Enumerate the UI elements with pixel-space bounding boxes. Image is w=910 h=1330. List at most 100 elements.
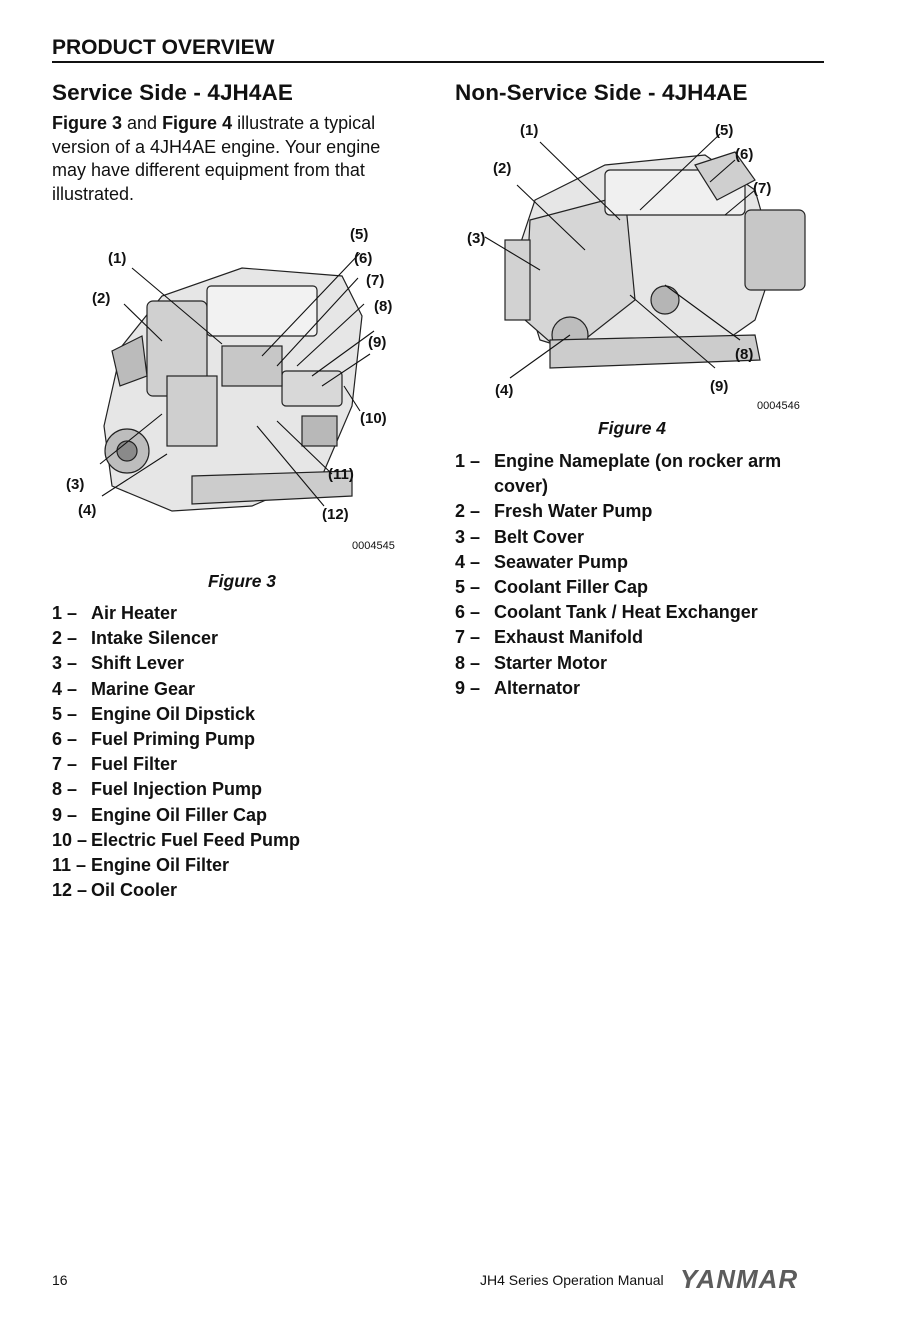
item-number: 6 –	[52, 729, 78, 750]
fig4-callout-1: (1)	[520, 122, 539, 139]
fig4-callout-9: (9)	[710, 378, 729, 395]
list-item: 8 – Starter Motor	[455, 651, 825, 676]
list-item: 4 – Marine Gear	[52, 677, 412, 702]
item-label: Starter Motor	[494, 652, 608, 673]
item-number: 7 –	[455, 627, 481, 648]
non-service-side-parts-list: 1 – Engine Nameplate (on rocker arm cover…	[455, 449, 825, 701]
fig3-callout-1: (1)	[108, 250, 127, 267]
item-number: 11 –	[52, 855, 87, 876]
item-number: 8 –	[52, 779, 78, 800]
list-item: 2 –Fresh Water Pump	[455, 499, 825, 524]
item-label: Fuel Injection Pump	[91, 779, 263, 800]
fig3-callout-12: (12)	[322, 506, 349, 523]
item-number: 8 –	[455, 652, 481, 673]
yanmar-logo: YANMAR	[680, 1264, 798, 1294]
fig4-callout-6: (6)	[735, 146, 754, 163]
list-item: 7 –Exhaust Manifold	[455, 625, 825, 650]
item-label: Seawater Pump	[494, 551, 629, 572]
fig3-callout-3: (3)	[66, 476, 85, 493]
list-item: 1 – Engine Nameplate (on rocker arm cover…	[455, 449, 825, 499]
fig4-callout-2: (2)	[493, 160, 512, 177]
fig3-callout-4: (4)	[78, 502, 97, 519]
list-item: 11 –Engine Oil Filter	[52, 853, 412, 878]
non-service-side-heading: Non-Service Side - 4JH4AE	[455, 80, 748, 105]
fig4-callout-7: (7)	[753, 180, 772, 197]
item-label: Alternator	[494, 677, 581, 698]
brand-wordmark: YANMAR	[680, 1264, 798, 1294]
item-label: Air Heater	[91, 603, 178, 623]
fig3-callout-7: (7)	[366, 272, 385, 289]
fig3-callout-5: (5)	[350, 226, 369, 243]
fig4-callout-5: (5)	[715, 122, 734, 139]
item-number: 2 –	[52, 628, 78, 649]
fig3-callout-9: (9)	[368, 334, 387, 351]
list-item: 5 – Engine Oil Dipstick	[52, 702, 412, 727]
item-label: Electric Fuel Feed Pump	[91, 829, 301, 850]
item-number: 5 –	[455, 577, 481, 598]
service-side-heading: Service Side - 4JH4AE	[52, 80, 293, 105]
intro-paragraph: Figure 3 and Figure 4 illustrate a typic…	[52, 112, 407, 206]
list-item: 3 – Shift Lever	[52, 651, 412, 676]
list-item: 8 – Fuel Injection Pump	[52, 777, 412, 802]
item-number: 5 –	[52, 703, 78, 724]
non-service-side-column: Non-Service Side - 4JH4AE	[455, 80, 825, 701]
page-number: 16	[52, 1272, 68, 1288]
service-side-parts-list: 1 – Air Heater 2 – Intake Silencer 3 – Shif…	[52, 601, 412, 903]
intro-and: and	[122, 113, 163, 133]
fig3-image-id: 0004545	[352, 540, 395, 552]
item-label: Oil Cooler	[91, 880, 178, 901]
fig4-callout-8: (8)	[735, 346, 754, 363]
item-number: 12 –	[52, 880, 88, 901]
figure-4-caption: Figure 4	[597, 418, 667, 438]
fig3-callout-6: (6)	[354, 250, 373, 267]
list-item: 9 – Alternator	[455, 676, 825, 701]
section-title: PRODUCT OVERVIEW	[52, 36, 275, 59]
item-number: 4 –	[52, 678, 78, 699]
item-number: 3 –	[455, 526, 481, 547]
list-item: 3 – Belt Cover	[455, 525, 825, 550]
figure-4: (1) (2) (3) (4) (5) (6) (7) (8) (9) 0004…	[455, 110, 825, 412]
item-label: Marine Gear	[91, 678, 196, 699]
item-label: Belt Cover	[494, 526, 585, 547]
fig4-callout-3: (3)	[467, 230, 486, 247]
figure-3: (1) (2) (3) (4) (5) (6) (7) (8) (9) (10)…	[52, 226, 412, 581]
item-number: 10 –	[52, 829, 88, 850]
list-item: 1 – Air Heater	[52, 601, 412, 626]
item-label: Fresh Water Pump	[494, 501, 653, 522]
list-item: 7 – Fuel Filter	[52, 752, 412, 777]
list-item: 4 – Seawater Pump	[455, 550, 825, 575]
item-label: Coolant Filler Cap	[494, 577, 649, 598]
fig4-image-id: 0004546	[757, 400, 800, 412]
item-label: Engine Oil Filler Cap	[91, 804, 268, 825]
item-label: Intake Silencer	[91, 628, 219, 649]
item-number: 6 –	[455, 602, 481, 623]
service-side-engine-illustration	[99, 252, 375, 512]
intro-text: illustrate a typical version of a 4JH4AE…	[52, 113, 381, 204]
item-label: Shift Lever	[91, 653, 185, 674]
list-item: 5 – Coolant Filler Cap	[455, 575, 825, 600]
figure-4-ref: Figure 4	[162, 113, 233, 133]
fig3-callout-8: (8)	[374, 298, 393, 315]
item-label: Engine Oil Filter	[91, 855, 230, 876]
fig3-callout-10: (10)	[360, 410, 387, 427]
list-item: 10 –Electric Fuel Feed Pump	[52, 828, 412, 853]
item-label: Fuel Filter	[91, 754, 178, 775]
item-number: 9 –	[455, 677, 481, 698]
item-number: 4 –	[455, 551, 481, 572]
non-service-side-engine-illustration	[484, 133, 806, 379]
item-number: 9 –	[52, 804, 78, 825]
list-item: 9 – Engine Oil Filler Cap	[52, 803, 412, 828]
fig3-callout-2: (2)	[92, 290, 111, 307]
item-label: Engine Nameplate (on rocker arm cover)	[494, 451, 782, 497]
item-number: 3 –	[52, 653, 78, 674]
item-label: Coolant Tank / Heat Exchanger	[494, 602, 758, 623]
list-item: 2 – Intake Silencer	[52, 626, 412, 651]
header-rule	[52, 61, 824, 63]
manual-title: JH4 Series Operation Manual	[480, 1272, 664, 1288]
fig3-callout-11: (11)	[328, 466, 354, 483]
item-number: 1 –	[52, 603, 78, 623]
item-number: 7 –	[52, 754, 78, 775]
item-label: Engine Oil Dipstick	[91, 703, 256, 724]
list-item: 6 – Coolant Tank / Heat Exchanger	[455, 600, 825, 625]
item-number: 1 –	[455, 451, 481, 471]
